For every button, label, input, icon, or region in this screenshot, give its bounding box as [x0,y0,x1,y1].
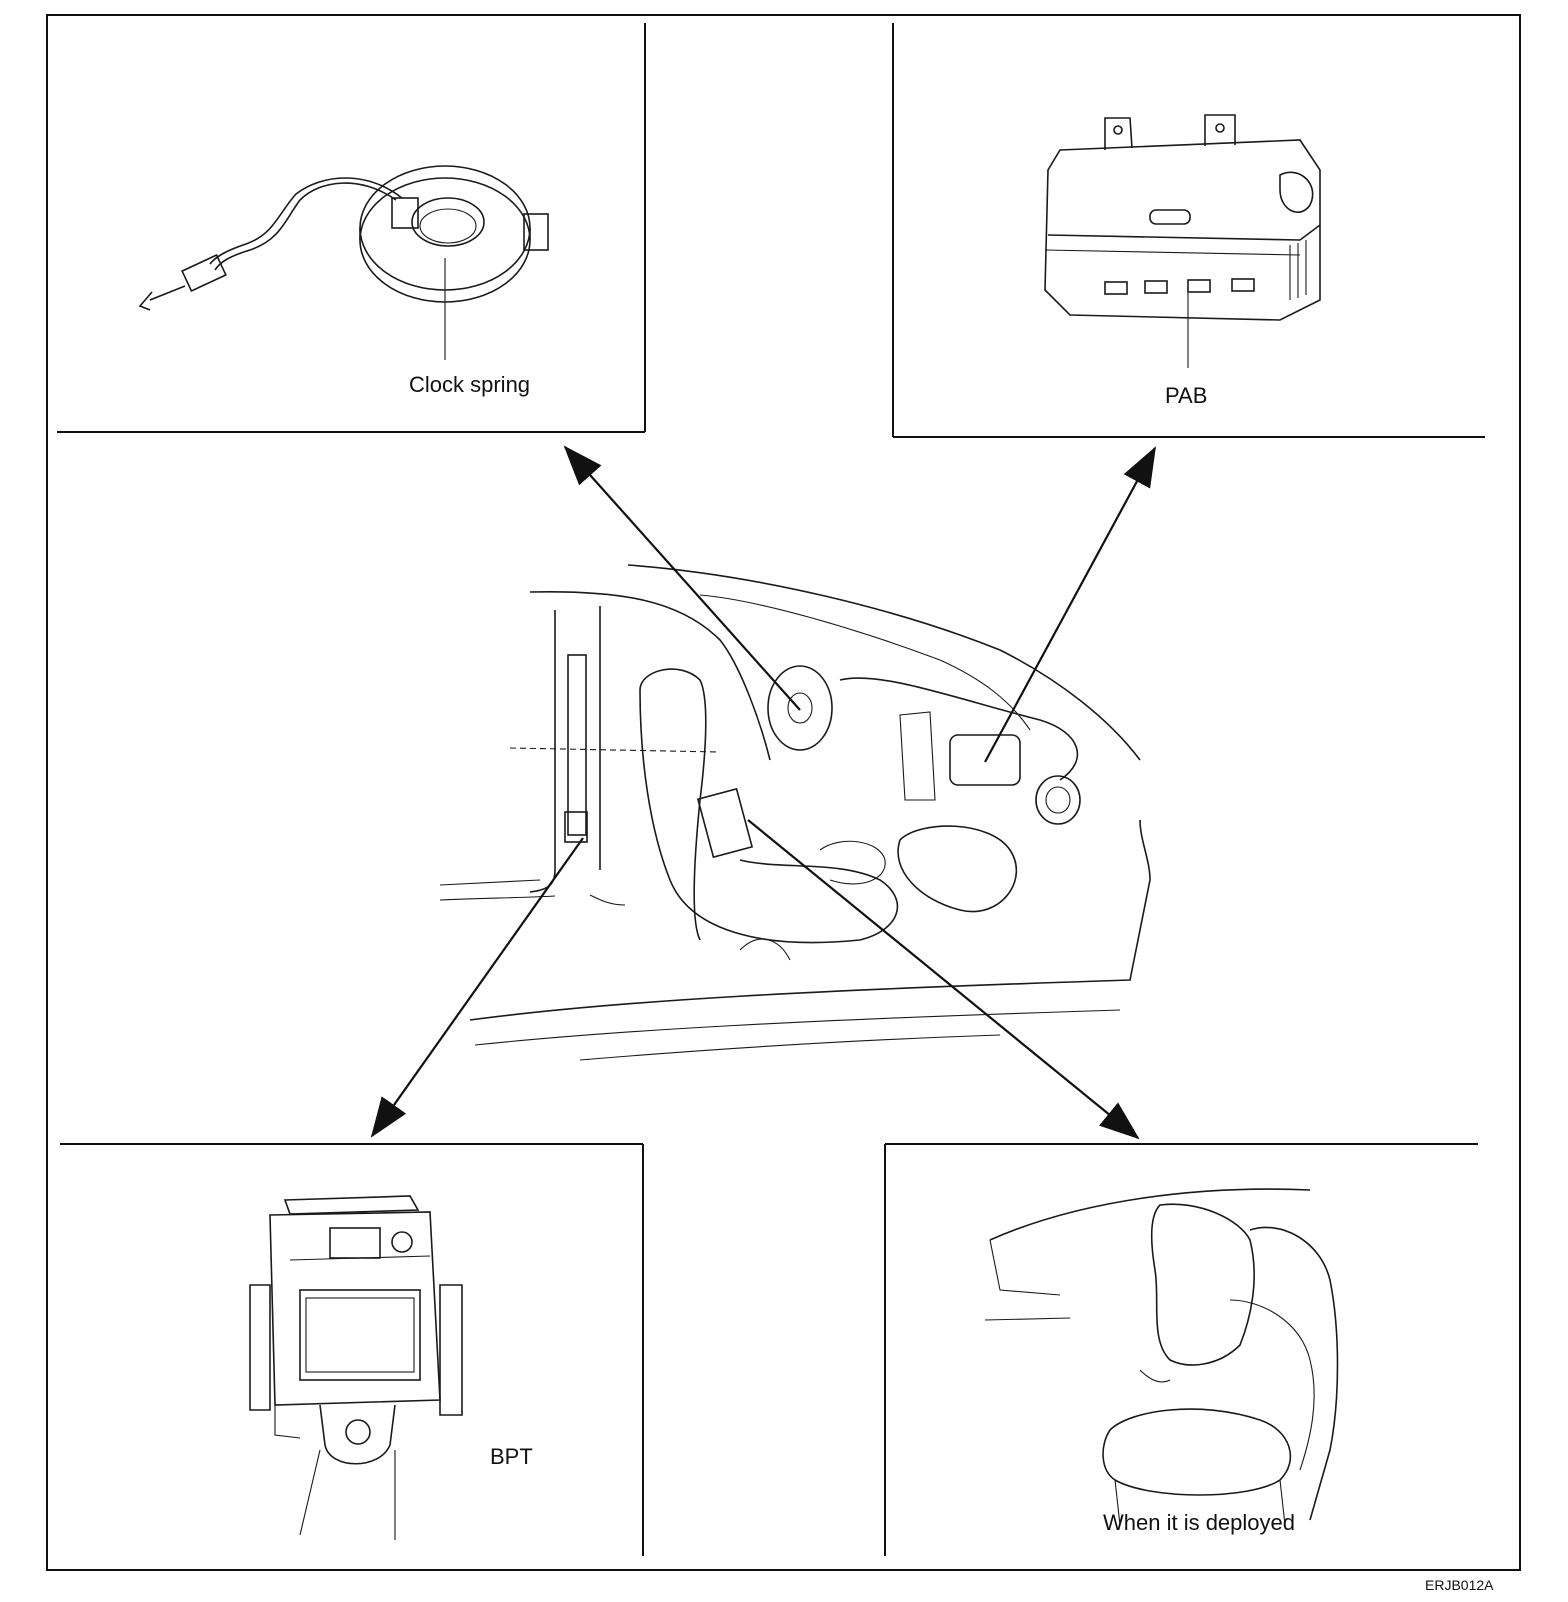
deployed-label: When it is deployed [1103,1510,1295,1535]
clock-spring-panel [57,23,646,433]
bpt-label: BPT [490,1444,533,1469]
pab-panel [892,23,1485,438]
figure-code: ERJB012A [1425,1577,1494,1593]
bpt-panel [60,1143,644,1556]
pab-drawing [1044,114,1321,368]
pab-label: PAB [1165,383,1207,408]
outer-frame [46,14,1521,1571]
clock-spring-drawing [138,165,549,360]
deployed-airbag-drawing [984,1188,1339,1526]
arrow-to-pab [984,446,1156,763]
arrow-to-bpt [370,837,584,1138]
car-interior-drawing [439,564,1151,1061]
arrow-to-deployed [747,819,1140,1140]
clock-spring-label: Clock spring [409,372,530,397]
arrow-to-clock-spring [563,445,801,711]
leader-arrows [370,445,1156,1140]
deployed-panel [884,1143,1478,1556]
bpt-drawing [249,1195,463,1540]
